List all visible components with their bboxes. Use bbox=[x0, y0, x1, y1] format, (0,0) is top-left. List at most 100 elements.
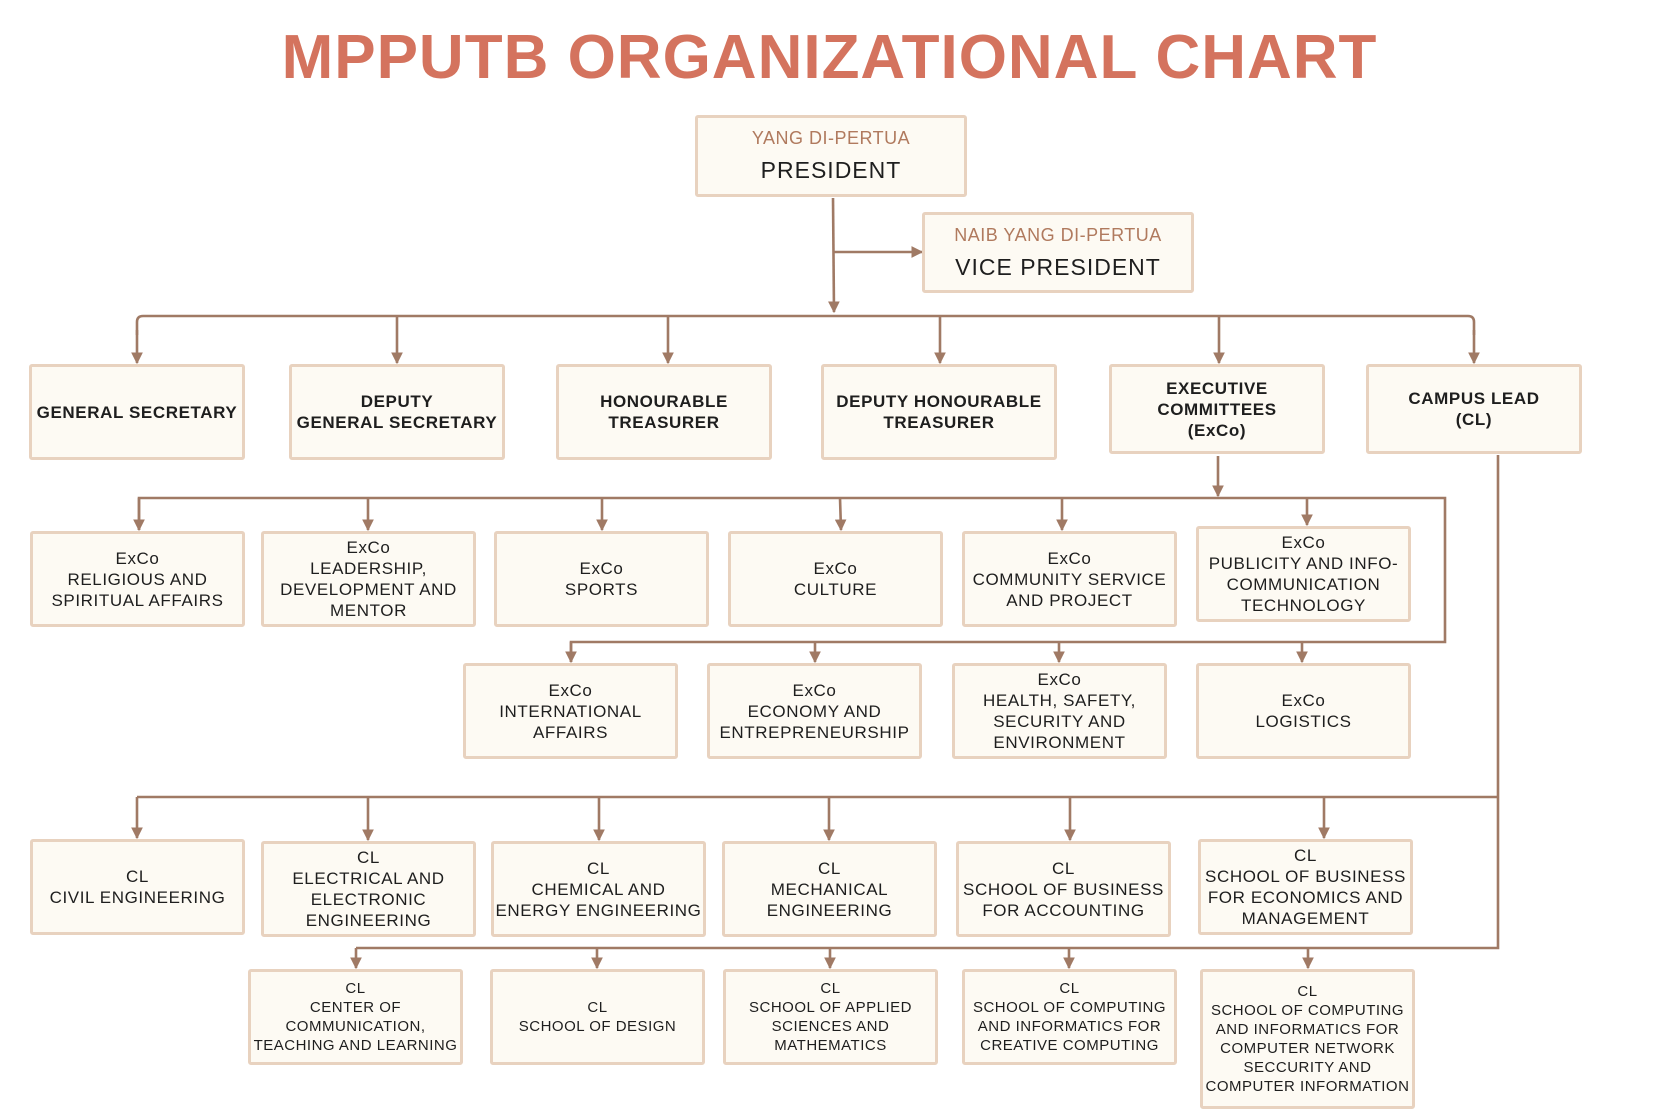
box-line: AND INFORMATICS FOR bbox=[1215, 1021, 1400, 1038]
cl-business-accounting-box: CL SCHOOL OF BUSINESS FOR ACCOUNTING bbox=[956, 841, 1171, 937]
box-line: FOR ACCOUNTING bbox=[982, 900, 1145, 920]
cl-applied-sciences-box: CL SCHOOL OF APPLIED SCIENCES AND MATHEM… bbox=[723, 969, 938, 1065]
box-line: FOR ECONOMICS AND bbox=[1207, 888, 1404, 907]
box-line: SECURITY AND bbox=[993, 712, 1126, 731]
cl-civil-engineering-box: CL CIVIL ENGINEERING bbox=[30, 839, 245, 935]
exco-health-safety-box: ExCo HEALTH, SAFETY, SECURITY AND ENVIRO… bbox=[952, 663, 1167, 759]
box-line: ELECTRONIC bbox=[310, 890, 427, 909]
president-malay-title: YANG DI-PERTUA bbox=[751, 128, 911, 148]
box-line: LOGISTICS bbox=[1255, 712, 1352, 731]
exco-economy-box: ExCo ECONOMY AND ENTREPRENEURSHIP bbox=[707, 663, 922, 759]
box-line: TREASURER bbox=[883, 413, 995, 432]
officer-deputy-general-secretary: DEPUTY GENERAL SECRETARY bbox=[289, 364, 505, 460]
box-line: EXECUTIVE bbox=[1166, 378, 1268, 398]
cl-communication-teaching-box: CL CENTER OF COMMUNICATION, TEACHING AND… bbox=[248, 969, 463, 1065]
box-line: SCHOOL OF APPLIED bbox=[749, 999, 912, 1016]
box-line: AND PROJECT bbox=[1006, 590, 1133, 610]
box-line: PUBLICITY AND INFO- bbox=[1208, 554, 1399, 573]
box-line: SCIENCES AND bbox=[771, 1018, 890, 1035]
box-line: DEPUTY HONOURABLE bbox=[836, 392, 1042, 411]
box-line: ENGINEERING bbox=[766, 900, 893, 920]
box-line: ExCo bbox=[1281, 691, 1326, 710]
box-line: ExCo bbox=[1037, 670, 1082, 689]
box-line: CHEMICAL AND bbox=[531, 879, 666, 899]
box-line: TEACHING AND LEARNING bbox=[253, 1037, 458, 1054]
box-line: ExCo bbox=[115, 548, 160, 568]
box-line: HEALTH, SAFETY, bbox=[983, 691, 1136, 710]
box-line: AND INFORMATICS FOR bbox=[977, 1018, 1162, 1035]
vice-president-malay-title: NAIB YANG DI-PERTUA bbox=[954, 224, 1162, 245]
president-box: YANG DI-PERTUA PRESIDENT bbox=[695, 115, 967, 197]
box-line: CAMPUS LEAD bbox=[1408, 389, 1540, 408]
box-line: COMMUNICATION bbox=[1226, 575, 1381, 594]
officer-general-secretary: GENERAL SECRETARY bbox=[29, 364, 245, 460]
box-line: DEVELOPMENT AND bbox=[280, 580, 457, 599]
box-line: ECONOMY AND bbox=[747, 701, 882, 721]
box-line: MENTOR bbox=[330, 601, 407, 620]
box-line: MATHEMATICS bbox=[774, 1037, 887, 1054]
box-line: CL bbox=[1297, 983, 1318, 1000]
cl-design-box: CL SCHOOL OF DESIGN bbox=[490, 969, 705, 1065]
chart-title: MPPUTB ORGANIZATIONAL CHART bbox=[281, 23, 1378, 92]
box-line: SCHOOL OF COMPUTING bbox=[972, 999, 1167, 1016]
box-line: ENVIRONMENT bbox=[993, 733, 1126, 752]
box-line: MANAGEMENT bbox=[1241, 909, 1370, 928]
box-line: HONOURABLE bbox=[600, 392, 728, 411]
box-line: CL bbox=[1052, 858, 1075, 878]
box-line: ExCo bbox=[548, 680, 593, 700]
box-line: SCHOOL OF BUSINESS bbox=[963, 879, 1164, 899]
officer-campus-lead: CAMPUS LEAD (CL) bbox=[1366, 364, 1582, 454]
box-line: CL bbox=[820, 980, 841, 997]
box-line: ENERGY ENGINEERING bbox=[495, 900, 702, 920]
box-line: CL bbox=[1294, 846, 1317, 865]
box-line: ExCo bbox=[813, 559, 858, 578]
cl-business-economics-box: CL SCHOOL OF BUSINESS FOR ECONOMICS AND … bbox=[1198, 839, 1413, 935]
box-line: ELECTRICAL AND bbox=[292, 869, 445, 888]
box-line: SCHOOL OF DESIGN bbox=[518, 1018, 677, 1035]
box-line: CL bbox=[345, 980, 366, 997]
box-line: ExCo bbox=[1281, 533, 1326, 552]
exco-logistics-box: ExCo LOGISTICS bbox=[1196, 663, 1411, 759]
exco-culture-box: ExCo CULTURE bbox=[728, 531, 943, 627]
box-line: TREASURER bbox=[608, 413, 720, 432]
box-line: ENGINEERING bbox=[305, 911, 432, 930]
exco-leadership-box: ExCo LEADERSHIP, DEVELOPMENT AND MENTOR bbox=[261, 531, 476, 627]
box-line: SPORTS bbox=[564, 580, 639, 599]
box-line: CIVIL ENGINEERING bbox=[49, 888, 226, 907]
box-line: LEADERSHIP, bbox=[310, 559, 427, 578]
officer-deputy-honourable-treasurer: DEPUTY HONOURABLE TREASURER bbox=[821, 364, 1057, 460]
box-line: TECHNOLOGY bbox=[1240, 596, 1367, 615]
box-line: CL bbox=[587, 858, 610, 878]
cl-network-security-box: CL SCHOOL OF COMPUTING AND INFORMATICS F… bbox=[1200, 969, 1415, 1109]
box-line: ExCo bbox=[1047, 548, 1092, 568]
box-line: ENTREPRENEURSHIP bbox=[719, 722, 910, 742]
exco-publicity-box: ExCo PUBLICITY AND INFO- COMMUNICATION T… bbox=[1196, 526, 1411, 622]
box-line: (ExCo) bbox=[1187, 420, 1247, 440]
box-line: CREATIVE COMPUTING bbox=[980, 1037, 1159, 1054]
box-line: COMPUTER INFORMATION bbox=[1205, 1078, 1410, 1095]
box-line: DEPUTY bbox=[360, 392, 434, 411]
box-line: COMMUNITY SERVICE bbox=[972, 569, 1167, 589]
box-line: COMMITTEES bbox=[1157, 399, 1277, 419]
box-line: (CL) bbox=[1455, 410, 1493, 429]
box-line: COMPUTER NETWORK bbox=[1220, 1040, 1395, 1057]
box-line: CL bbox=[1059, 980, 1080, 997]
box-line: INTERNATIONAL bbox=[499, 701, 642, 721]
box-line: MECHANICAL bbox=[770, 879, 889, 899]
cl-electrical-box: CL ELECTRICAL AND ELECTRONIC ENGINEERING bbox=[261, 841, 476, 937]
exco-international-box: ExCo INTERNATIONAL AFFAIRS bbox=[463, 663, 678, 759]
box-line: SECCURITY AND bbox=[1243, 1059, 1372, 1076]
box-line: COMMUNICATION, bbox=[285, 1018, 426, 1035]
cl-creative-computing-box: CL SCHOOL OF COMPUTING AND INFORMATICS F… bbox=[962, 969, 1177, 1065]
box-line: RELIGIOUS AND bbox=[67, 569, 208, 589]
box-line: SCHOOL OF COMPUTING bbox=[1210, 1002, 1405, 1019]
box-line: CL bbox=[126, 867, 149, 886]
vice-president-box: NAIB YANG DI-PERTUA VICE PRESIDENT bbox=[922, 212, 1194, 293]
cl-chemical-box: CL CHEMICAL AND ENERGY ENGINEERING bbox=[491, 841, 706, 937]
box-line: ExCo bbox=[579, 559, 624, 578]
box-line: CL bbox=[587, 999, 608, 1016]
box-line: SPIRITUAL AFFAIRS bbox=[51, 590, 224, 610]
box-line: CENTER OF bbox=[309, 999, 402, 1016]
vice-president-title: VICE PRESIDENT bbox=[955, 253, 1161, 280]
